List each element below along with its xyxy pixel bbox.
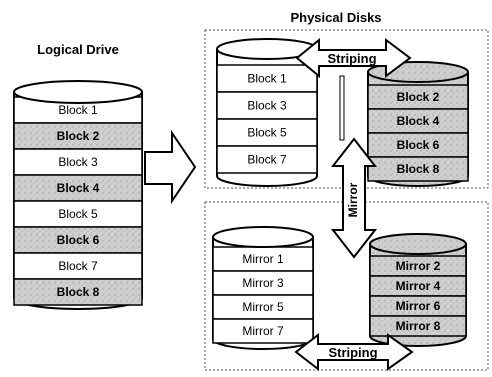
physical-disks-title: Physical Disks xyxy=(290,10,381,25)
disk-a-row-band xyxy=(216,91,318,120)
disk-b-cylinder: Block 2 Block 4 Block 6 Block 8 xyxy=(367,61,469,187)
logical-block-label: Block 2 xyxy=(57,129,100,143)
disk-b-row-band xyxy=(367,156,469,182)
disk-d-row-label: Mirror 4 xyxy=(396,279,441,293)
disk-c-row-band xyxy=(212,318,314,344)
striping-arrow-bottom: Striping xyxy=(294,332,414,372)
disk-d-row-label: Mirror 8 xyxy=(396,319,441,333)
striping-bottom-label: Striping xyxy=(328,345,377,360)
disk-a-row-label: Block 1 xyxy=(247,72,287,86)
disk-b-row-band xyxy=(367,132,469,158)
disk-b-row-label: Block 8 xyxy=(397,162,440,176)
maps-to-arrow xyxy=(144,129,197,205)
disk-a-row-label: Block 5 xyxy=(247,126,287,140)
mirror-arrow: Mirror xyxy=(330,137,378,259)
disk-d-row-band xyxy=(369,315,467,337)
logical-block-band xyxy=(13,252,143,280)
disk-d-row-label: Mirror 2 xyxy=(396,259,441,273)
logical-block-label: Block 3 xyxy=(58,155,98,169)
logical-block-label: Block 8 xyxy=(57,285,100,299)
disk-d-cylinder: Mirror 2 Mirror 4 Mirror 6 Mirror 8 xyxy=(369,233,467,347)
logical-block-band xyxy=(13,226,143,254)
mirror-label: Mirror xyxy=(346,182,360,217)
disk-a-row-band xyxy=(216,64,318,93)
disk-c-cylinder: Mirror 1 Mirror 3 Mirror 5 Mirror 7 xyxy=(212,226,314,350)
disk-c-row-band xyxy=(212,294,314,320)
logical-block-label: Block 6 xyxy=(57,233,100,247)
striping-top-label: Striping xyxy=(327,51,376,66)
striping-arrow-top: Striping xyxy=(295,37,412,79)
disk-c-row-label: Mirror 7 xyxy=(242,324,284,338)
logical-drive-title: Logical Drive xyxy=(37,42,119,57)
disk-d-row-label: Mirror 6 xyxy=(396,299,441,313)
striped-disk-group xyxy=(204,29,489,189)
disk-b-row-label: Block 2 xyxy=(397,90,440,104)
logical-drive-cylinder: Block 1 Block 2 Block 3 Block 4 Block 5 Block… xyxy=(13,80,143,310)
disk-c-row-label: Mirror 1 xyxy=(242,252,284,266)
logical-block-label: Block 1 xyxy=(58,103,98,117)
disk-c-row-label: Mirror 3 xyxy=(242,276,284,290)
disk-a-row-band xyxy=(216,145,318,174)
logical-block-label: Block 7 xyxy=(58,259,98,273)
disk-a-row-band xyxy=(216,118,318,147)
connector-bar xyxy=(339,75,345,141)
disk-c-row-label: Mirror 5 xyxy=(242,300,284,314)
logical-block-band xyxy=(13,148,143,176)
disk-b-row-label: Block 6 xyxy=(397,138,440,152)
disk-a-row-label: Block 3 xyxy=(247,99,287,113)
logical-block-label: Block 5 xyxy=(58,207,98,221)
logical-block-label: Block 4 xyxy=(57,181,100,195)
disk-a-row-label: Block 7 xyxy=(247,153,287,167)
disk-a-cylinder: Block 1 Block 3 Block 5 Block 7 xyxy=(216,38,318,187)
disk-b-row-label: Block 4 xyxy=(397,114,440,128)
logical-block-band xyxy=(13,278,143,306)
logical-block-band xyxy=(13,174,143,202)
